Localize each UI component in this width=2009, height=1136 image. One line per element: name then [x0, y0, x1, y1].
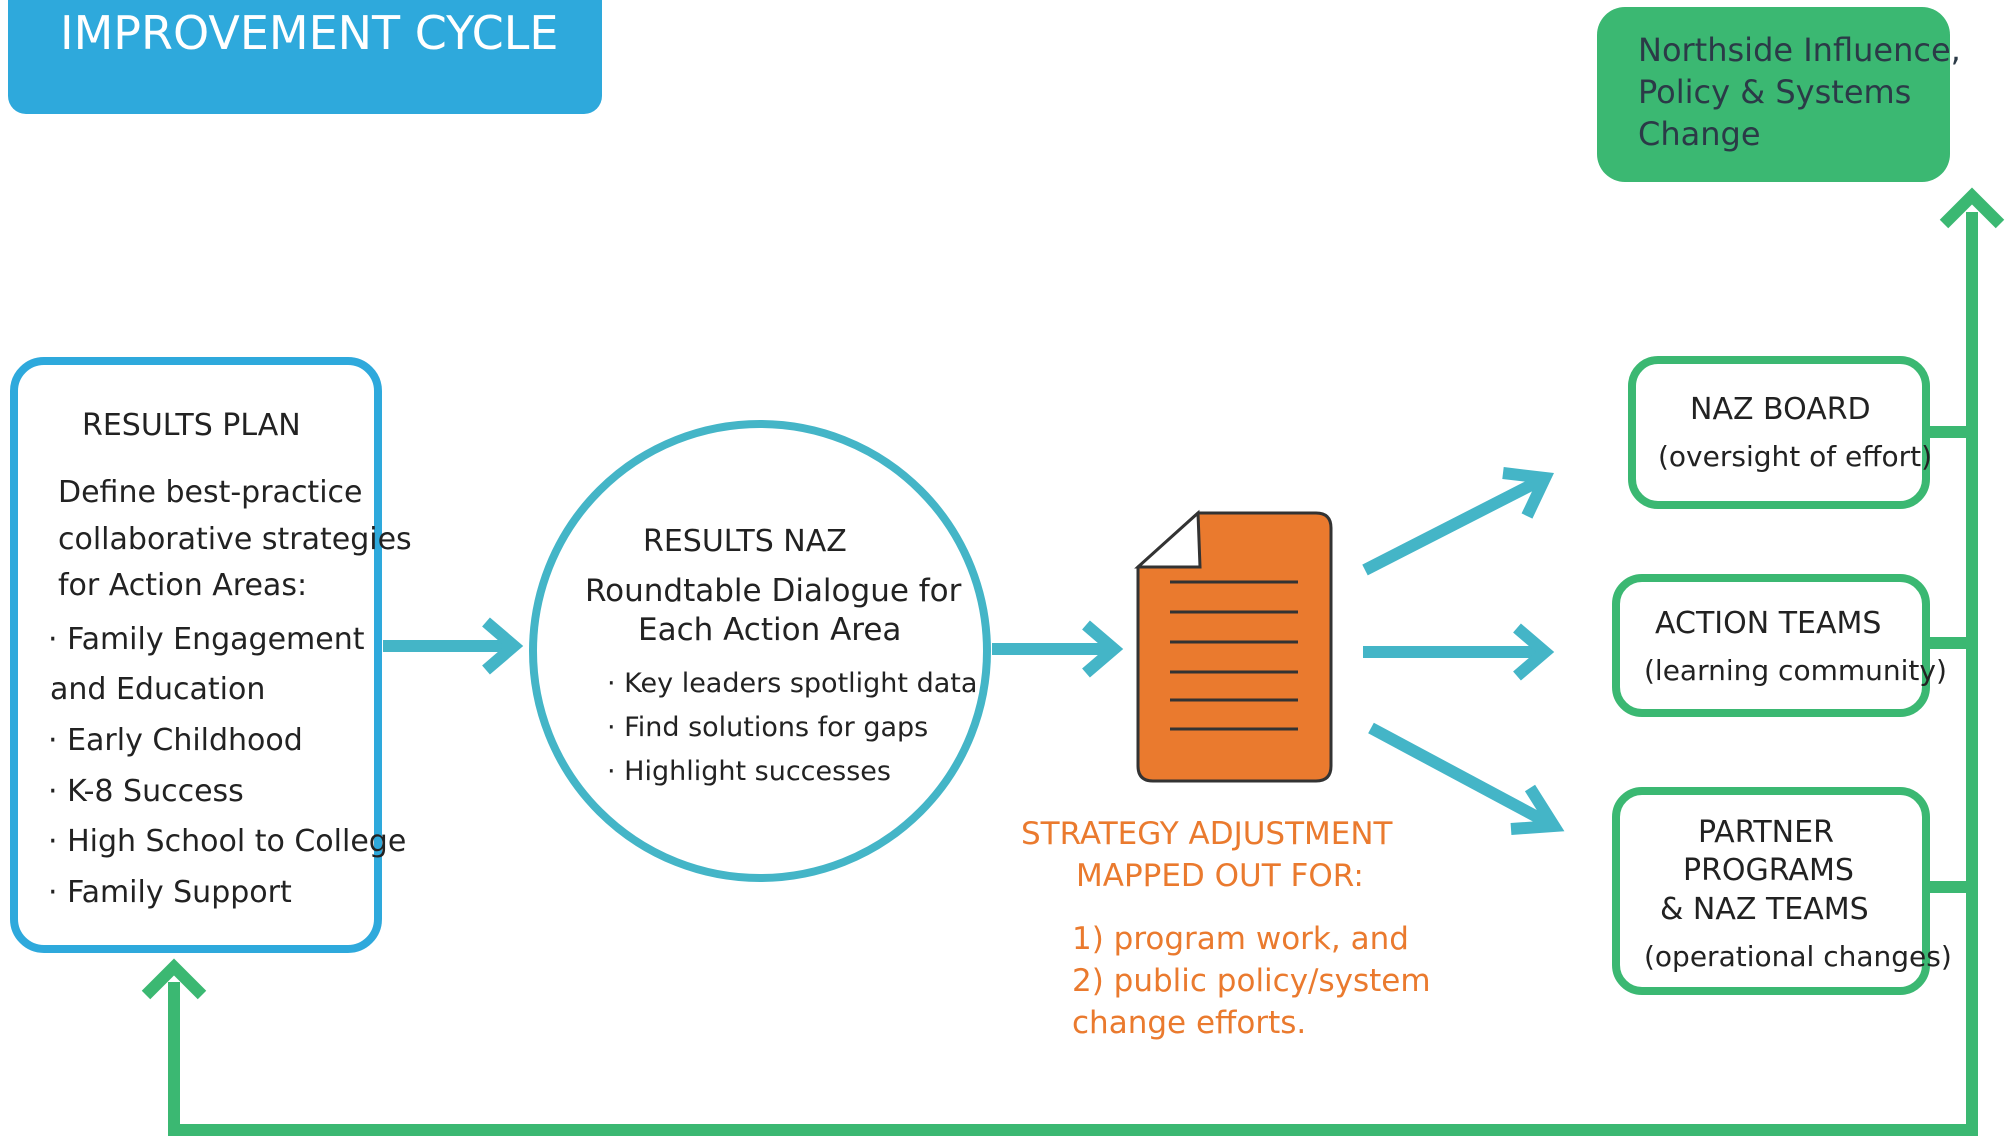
arrow-doc-to-partner: [1368, 722, 1557, 832]
results-naz-bullet-1: · Key leaders spotlight data: [607, 668, 978, 699]
partner-sub: (operational changes): [1644, 940, 1952, 973]
results-plan-heading: RESULTS PLAN: [82, 408, 301, 443]
naz-board-box: NAZ BOARD (oversight of effort): [1628, 356, 1933, 509]
results-naz-subtitle-2: Each Action Area: [638, 612, 902, 648]
outcome-box: Northside Influence, Policy & Systems Ch…: [1597, 7, 1961, 182]
results-naz-bullet-3: · Highlight successes: [607, 756, 891, 787]
results-plan-box: RESULTS PLAN Define best-practice collab…: [10, 357, 412, 953]
arrow-plan-to-naz-head: [482, 617, 524, 675]
results-plan-intro-3: for Action Areas:: [58, 568, 308, 603]
naz-board-sub: (oversight of effort): [1658, 440, 1933, 473]
results-naz-bullet-2: · Find solutions for gaps: [607, 712, 929, 743]
arrow-doc-to-partner-head: [1510, 784, 1565, 835]
results-plan-item-2: · Early Childhood: [48, 723, 303, 758]
strategy-caption-2: MAPPED OUT FOR:: [1076, 858, 1364, 894]
results-plan-intro-1: Define best-practice: [58, 475, 363, 510]
strategy-caption-1: STRATEGY ADJUSTMENT: [1021, 816, 1393, 852]
partner-title-1: PARTNER: [1698, 815, 1834, 850]
partner-title-3: & NAZ TEAMS: [1660, 892, 1869, 927]
title-banner: IMPROVEMENT CYCLE: [8, 0, 602, 114]
action-teams-title: ACTION TEAMS: [1655, 606, 1882, 641]
strategy-list-1: 1) program work, and: [1072, 921, 1409, 957]
partner-title-2: PROGRAMS: [1683, 853, 1854, 888]
naz-board-title: NAZ BOARD: [1690, 392, 1871, 427]
results-plan-intro-2: collaborative strategies: [58, 522, 412, 557]
feedback-loop-arrowhead-up-right: [1939, 187, 2005, 229]
results-plan-item-1b: and Education: [50, 672, 266, 707]
arrow-doc-to-action-head: [1513, 623, 1555, 681]
arrow-doc-to-board-head: [1502, 467, 1554, 519]
feedback-loop-arrowhead-up-left: [141, 958, 207, 1000]
action-teams-box: ACTION TEAMS (learning community): [1612, 574, 1947, 717]
results-naz-circle: RESULTS NAZ Roundtable Dialogue for Each…: [529, 420, 991, 882]
results-naz-heading: RESULTS NAZ: [643, 524, 847, 559]
document-icon: [1134, 509, 1333, 783]
results-naz-subtitle-1: Roundtable Dialogue for: [585, 573, 962, 609]
action-teams-sub: (learning community): [1644, 654, 1947, 687]
outcome-line-1: Northside Influence,: [1638, 31, 1961, 69]
results-plan-item-3: · K-8 Success: [48, 774, 244, 809]
page-title: IMPROVEMENT CYCLE: [60, 6, 559, 60]
arrow-naz-to-doc-head: [1082, 620, 1124, 678]
outcome-line-2: Policy & Systems: [1638, 73, 1912, 111]
strategy-list-3: change efforts.: [1072, 1005, 1307, 1041]
outcome-line-3: Change: [1638, 115, 1761, 153]
arrow-doc-to-board: [1362, 472, 1548, 576]
partner-programs-box: PARTNER PROGRAMS & NAZ TEAMS (operationa…: [1612, 787, 1952, 995]
results-plan-item-4: · High School to College: [48, 824, 407, 859]
results-plan-item-5: · Family Support: [48, 875, 292, 910]
results-plan-item-1: · Family Engagement: [48, 622, 365, 657]
strategy-list-2: 2) public policy/system: [1072, 963, 1431, 999]
feedback-loop-line: [168, 212, 1978, 1136]
